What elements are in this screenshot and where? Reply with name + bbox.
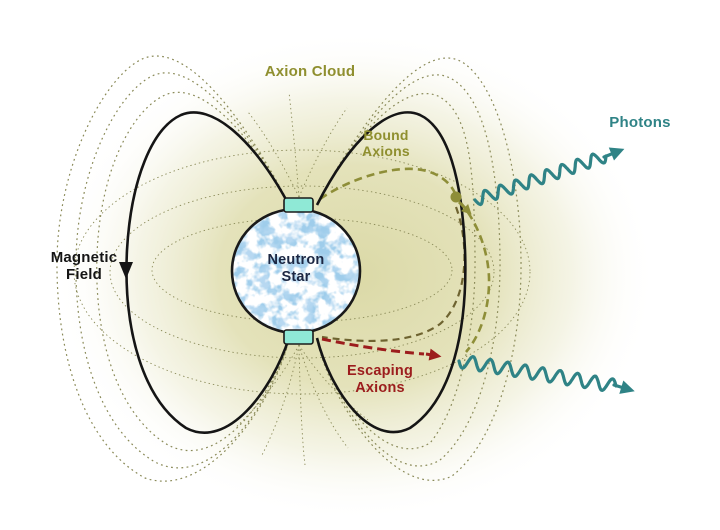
magnetic-field-label: Magnetic Field [50,249,118,284]
escaping-axion-arrowhead [425,348,442,361]
particle-dot-icon [450,191,462,203]
magnetic-field-lines [119,111,467,434]
photon-wave-upper [473,152,608,207]
bound-axion-path-in [319,167,457,201]
photons-label: Photons [609,114,671,131]
field-direction-arrowhead [119,262,133,279]
photon-wave-lower [457,355,618,392]
photon-arrowhead-lower [612,380,635,394]
neutron-star [230,197,362,345]
photon-arrowhead-upper [602,147,625,161]
escaping-axions-label: Escaping Axions [346,363,414,396]
magnetic-field-line-left [125,111,291,434]
polar-cap-bottom [283,329,314,345]
neutron-star-label: Neutron Star [267,252,325,285]
axion-cloud-label: Axion Cloud [264,63,356,80]
bound-axions-label: Bound Axions [362,127,410,160]
magnetic-field-line-right [315,111,467,434]
axion-particle [450,191,472,215]
photon-waves [457,147,635,394]
particle-direction-arrow [457,200,472,215]
polar-cap-top [283,197,314,213]
escaping-axion-trajectory [321,337,442,361]
axion-cloud-field-lines [56,55,531,482]
bound-axion-path-down [459,201,491,353]
